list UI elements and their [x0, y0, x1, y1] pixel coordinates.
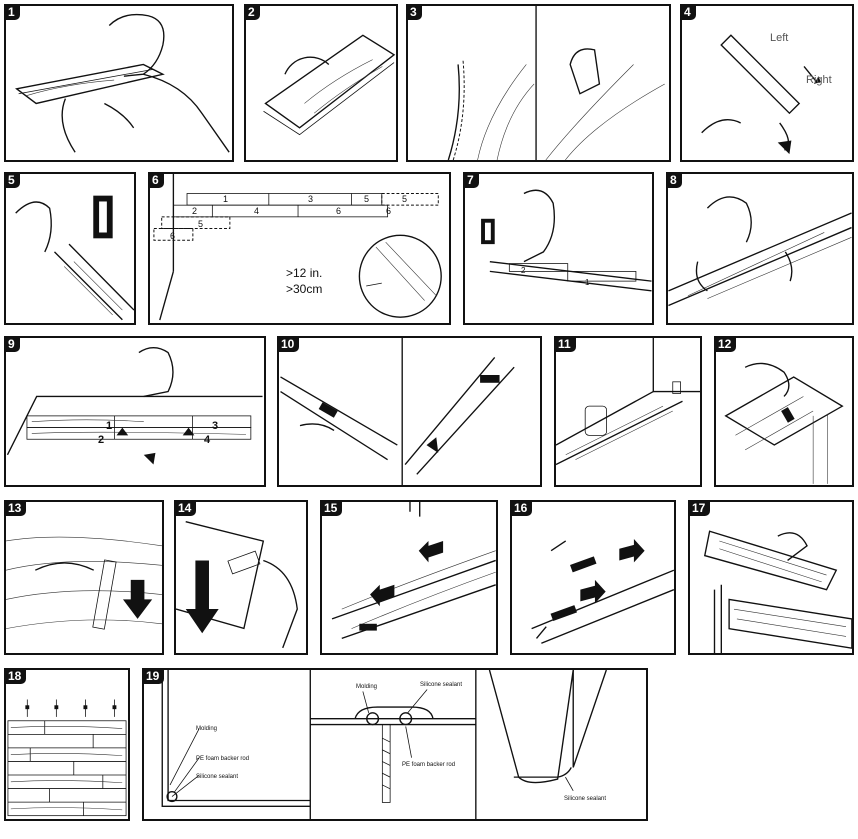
board-label-3: 3: [308, 194, 314, 204]
min-gap-cm: >30cm: [286, 282, 323, 296]
board-label-6-lower: 6: [170, 231, 176, 241]
step-9-panel: 9 1 2 3 4: [4, 336, 266, 487]
step-number: 12: [716, 338, 737, 352]
step-2-illustration: [263, 34, 396, 136]
direction-right-label: Right: [806, 74, 832, 86]
direction-left-label: Left: [770, 32, 789, 44]
board-label-2: 2: [192, 206, 198, 216]
step-number: 17: [690, 502, 711, 516]
step-6-panel: 6 1 3 5 5 2 4 6 6 5 6 >12 in. >30cm: [148, 172, 451, 325]
step-number: 7: [465, 174, 479, 188]
pe-foam-label-center: PE foam backer rod: [402, 762, 456, 768]
step-3-panel: 3: [406, 4, 671, 162]
step-number: 2: [246, 6, 260, 20]
step-16-illustration: [531, 539, 674, 644]
step-2-panel: 2: [244, 4, 398, 162]
board-label-6: 6: [336, 206, 342, 216]
board-label-2: 2: [98, 434, 105, 446]
step-15-illustration: [331, 502, 496, 640]
step-number: 1: [6, 6, 20, 20]
step-1-illustration: [15, 13, 230, 153]
pe-foam-label-left: PE foam backer rod: [196, 756, 250, 762]
board-label-4: 4: [254, 206, 260, 216]
silicone-label-left: Silicone sealant: [196, 774, 239, 780]
silicone-label-center: Silicone sealant: [420, 682, 463, 688]
step-number: 16: [512, 502, 533, 516]
step-11-panel: 11: [554, 336, 702, 487]
step-7-panel: 7 2 1: [463, 172, 654, 325]
board-label-4: 4: [204, 434, 211, 446]
step-6-illustration: [153, 174, 442, 321]
board-label-5-lower: 5: [198, 219, 204, 229]
step-number: 9: [6, 338, 20, 352]
board-label-1: 1: [585, 278, 590, 287]
step-3-illustration: [447, 6, 665, 160]
step-13-panel: 13: [4, 500, 164, 655]
step-18-illustration: [7, 699, 127, 817]
step-8-panel: 8: [666, 172, 854, 325]
step-13-illustration: [6, 536, 162, 630]
silicone-label-right: Silicone sealant: [564, 796, 607, 802]
step-5-illustration: [15, 195, 134, 321]
step-17-panel: 17: [688, 500, 854, 655]
step-number: 11: [556, 338, 576, 352]
step-number: 5: [6, 174, 20, 188]
step-14-illustration: [176, 521, 298, 649]
step-number: 8: [668, 174, 682, 188]
step-4-illustration: [701, 34, 821, 155]
step-4-panel: 4 Left Right: [680, 4, 854, 162]
board-label-1: 1: [223, 194, 229, 204]
step-number: 6: [150, 174, 164, 188]
step-number: 4: [682, 6, 696, 20]
step-10-illustration: [280, 338, 515, 485]
step-19-panel: 19 Molding PE foam backer rod Silicone s…: [142, 668, 648, 821]
step-19-illustration: [161, 670, 607, 819]
step-17-illustration: [703, 530, 852, 653]
step-number: 13: [6, 502, 27, 516]
min-gap-inches: >12 in.: [286, 266, 323, 280]
step-12-panel: 12: [714, 336, 854, 487]
step-16-panel: 16: [510, 500, 676, 655]
step-9-illustration: [6, 347, 263, 465]
molding-label-left: Molding: [196, 726, 218, 732]
step-number: 15: [322, 502, 343, 516]
step-15-panel: 15: [320, 500, 498, 655]
step-11-illustration: [556, 338, 700, 466]
board-label-5-dashed: 5: [402, 194, 408, 204]
step-12-illustration: [724, 362, 844, 484]
board-label-3: 3: [212, 420, 219, 432]
board-label-5: 5: [364, 194, 370, 204]
step-1-panel: 1: [4, 4, 234, 162]
step-18-panel: 18: [4, 668, 130, 821]
step-number: 14: [176, 502, 197, 516]
step-number: 3: [408, 6, 422, 20]
step-7-illustration: [481, 189, 652, 292]
molding-label-center: Molding: [356, 684, 378, 690]
step-8-illustration: [668, 196, 852, 307]
step-number: 19: [144, 670, 165, 684]
step-10-panel: 10: [277, 336, 542, 487]
board-label-1: 1: [106, 420, 113, 432]
step-14-panel: 14: [174, 500, 308, 655]
step-5-panel: 5: [4, 172, 136, 325]
step-number: 10: [279, 338, 300, 352]
board-label-6-end: 6: [386, 206, 392, 216]
step-number: 18: [6, 670, 27, 684]
board-label-2: 2: [521, 266, 526, 275]
